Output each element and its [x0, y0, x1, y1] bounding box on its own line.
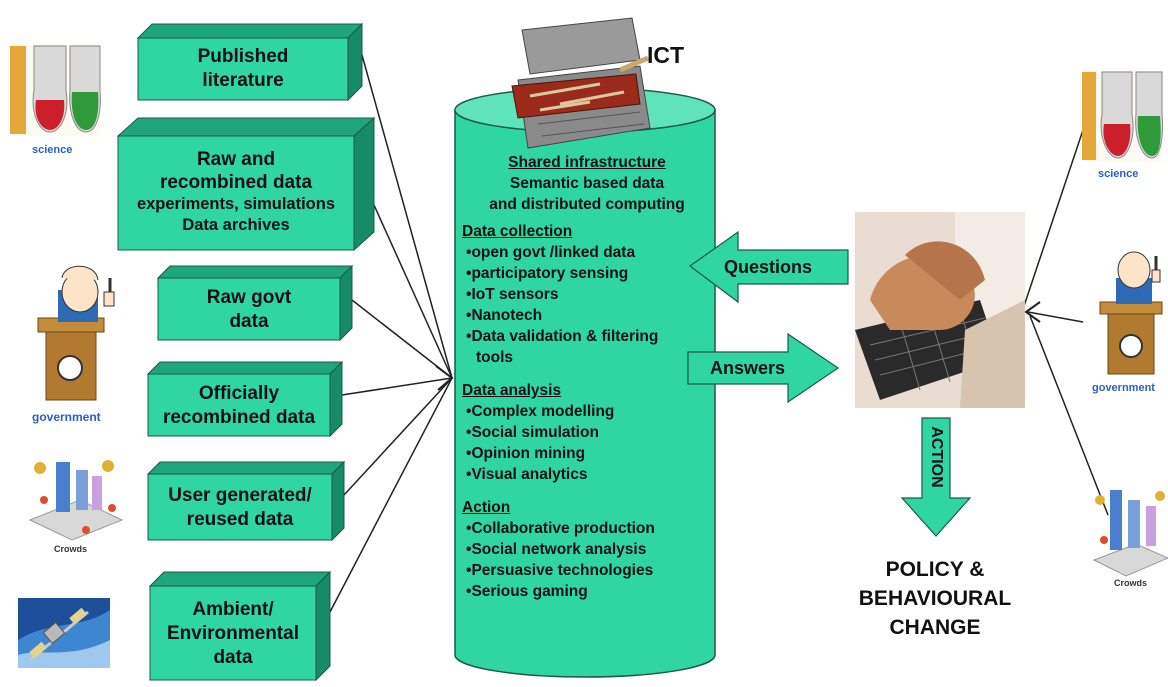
- science-label-right: science: [1098, 168, 1139, 180]
- list-item: Social network analysis: [462, 539, 712, 560]
- list-item: open govt /linked data: [462, 242, 712, 263]
- crowds-icon: [28, 460, 124, 541]
- list-item: Serious gaming: [462, 581, 712, 602]
- source-box-raw-govt: [156, 264, 354, 342]
- data-collection-title: Data collection: [462, 223, 573, 240]
- list-item: IoT sensors: [462, 284, 712, 305]
- science-label: science: [32, 144, 73, 156]
- list-item: Complex modelling: [462, 401, 712, 422]
- government-icon: [37, 265, 115, 401]
- questions-arrow: [688, 230, 849, 304]
- source-box-official: [146, 360, 344, 438]
- list-item: participatory sensing: [462, 263, 712, 284]
- list-item: Nanotech: [462, 305, 712, 326]
- list-item: Data validation & filtering: [462, 326, 676, 347]
- ict-label: ICT: [647, 42, 685, 68]
- shared-line: Semantic based data: [509, 175, 665, 192]
- keyboard-photo: [855, 212, 1025, 408]
- shared-infrastructure-title: Shared infrastructure: [508, 154, 666, 171]
- data-analysis-title: Data analysis: [462, 382, 562, 399]
- science-icon-right: [1082, 70, 1163, 162]
- answers-label: Answers: [710, 358, 786, 378]
- science-icon: [10, 44, 101, 136]
- questions-label: Questions: [724, 257, 813, 277]
- source-box-published: [136, 22, 364, 102]
- action-title: Action: [462, 499, 511, 516]
- satellite-photo: [18, 598, 110, 668]
- action-arrow: [900, 417, 972, 537]
- list-item-continuation: tools: [476, 349, 514, 366]
- source-box-user-generated: [146, 460, 346, 542]
- list-item: Opinion mining: [462, 443, 712, 464]
- action-list: Collaborative production Social network …: [462, 518, 712, 602]
- connector-lines: [329, 54, 1109, 613]
- answers-arrow: [687, 332, 840, 404]
- list-item: Collaborative production: [462, 518, 712, 539]
- action-label: ACTION: [928, 426, 945, 488]
- crowds-label-right: Crowds: [1114, 578, 1148, 588]
- list-item: Social simulation: [462, 422, 712, 443]
- source-box-raw-recombined: [116, 116, 376, 252]
- government-label: government: [32, 410, 101, 424]
- data-analysis-list: Complex modelling Social simulation Opin…: [462, 401, 712, 485]
- government-icon-right: [1099, 251, 1163, 375]
- list-item: Visual analytics: [462, 464, 712, 485]
- list-item: Persuasive technologies: [462, 560, 712, 581]
- source-label-user-generated: User generated/reused data: [168, 485, 312, 530]
- cylinder-content: Shared infrastructure Semantic based dat…: [462, 152, 712, 602]
- toolbox-icon: [511, 17, 651, 149]
- data-collection-list: open govt /linked data participatory sen…: [462, 242, 712, 368]
- source-box-ambient: [148, 570, 332, 682]
- shared-line: and distributed computing: [489, 196, 685, 213]
- crowds-icon-right: [1092, 490, 1168, 577]
- crowds-label: Crowds: [54, 544, 88, 554]
- government-label-right: government: [1092, 382, 1155, 394]
